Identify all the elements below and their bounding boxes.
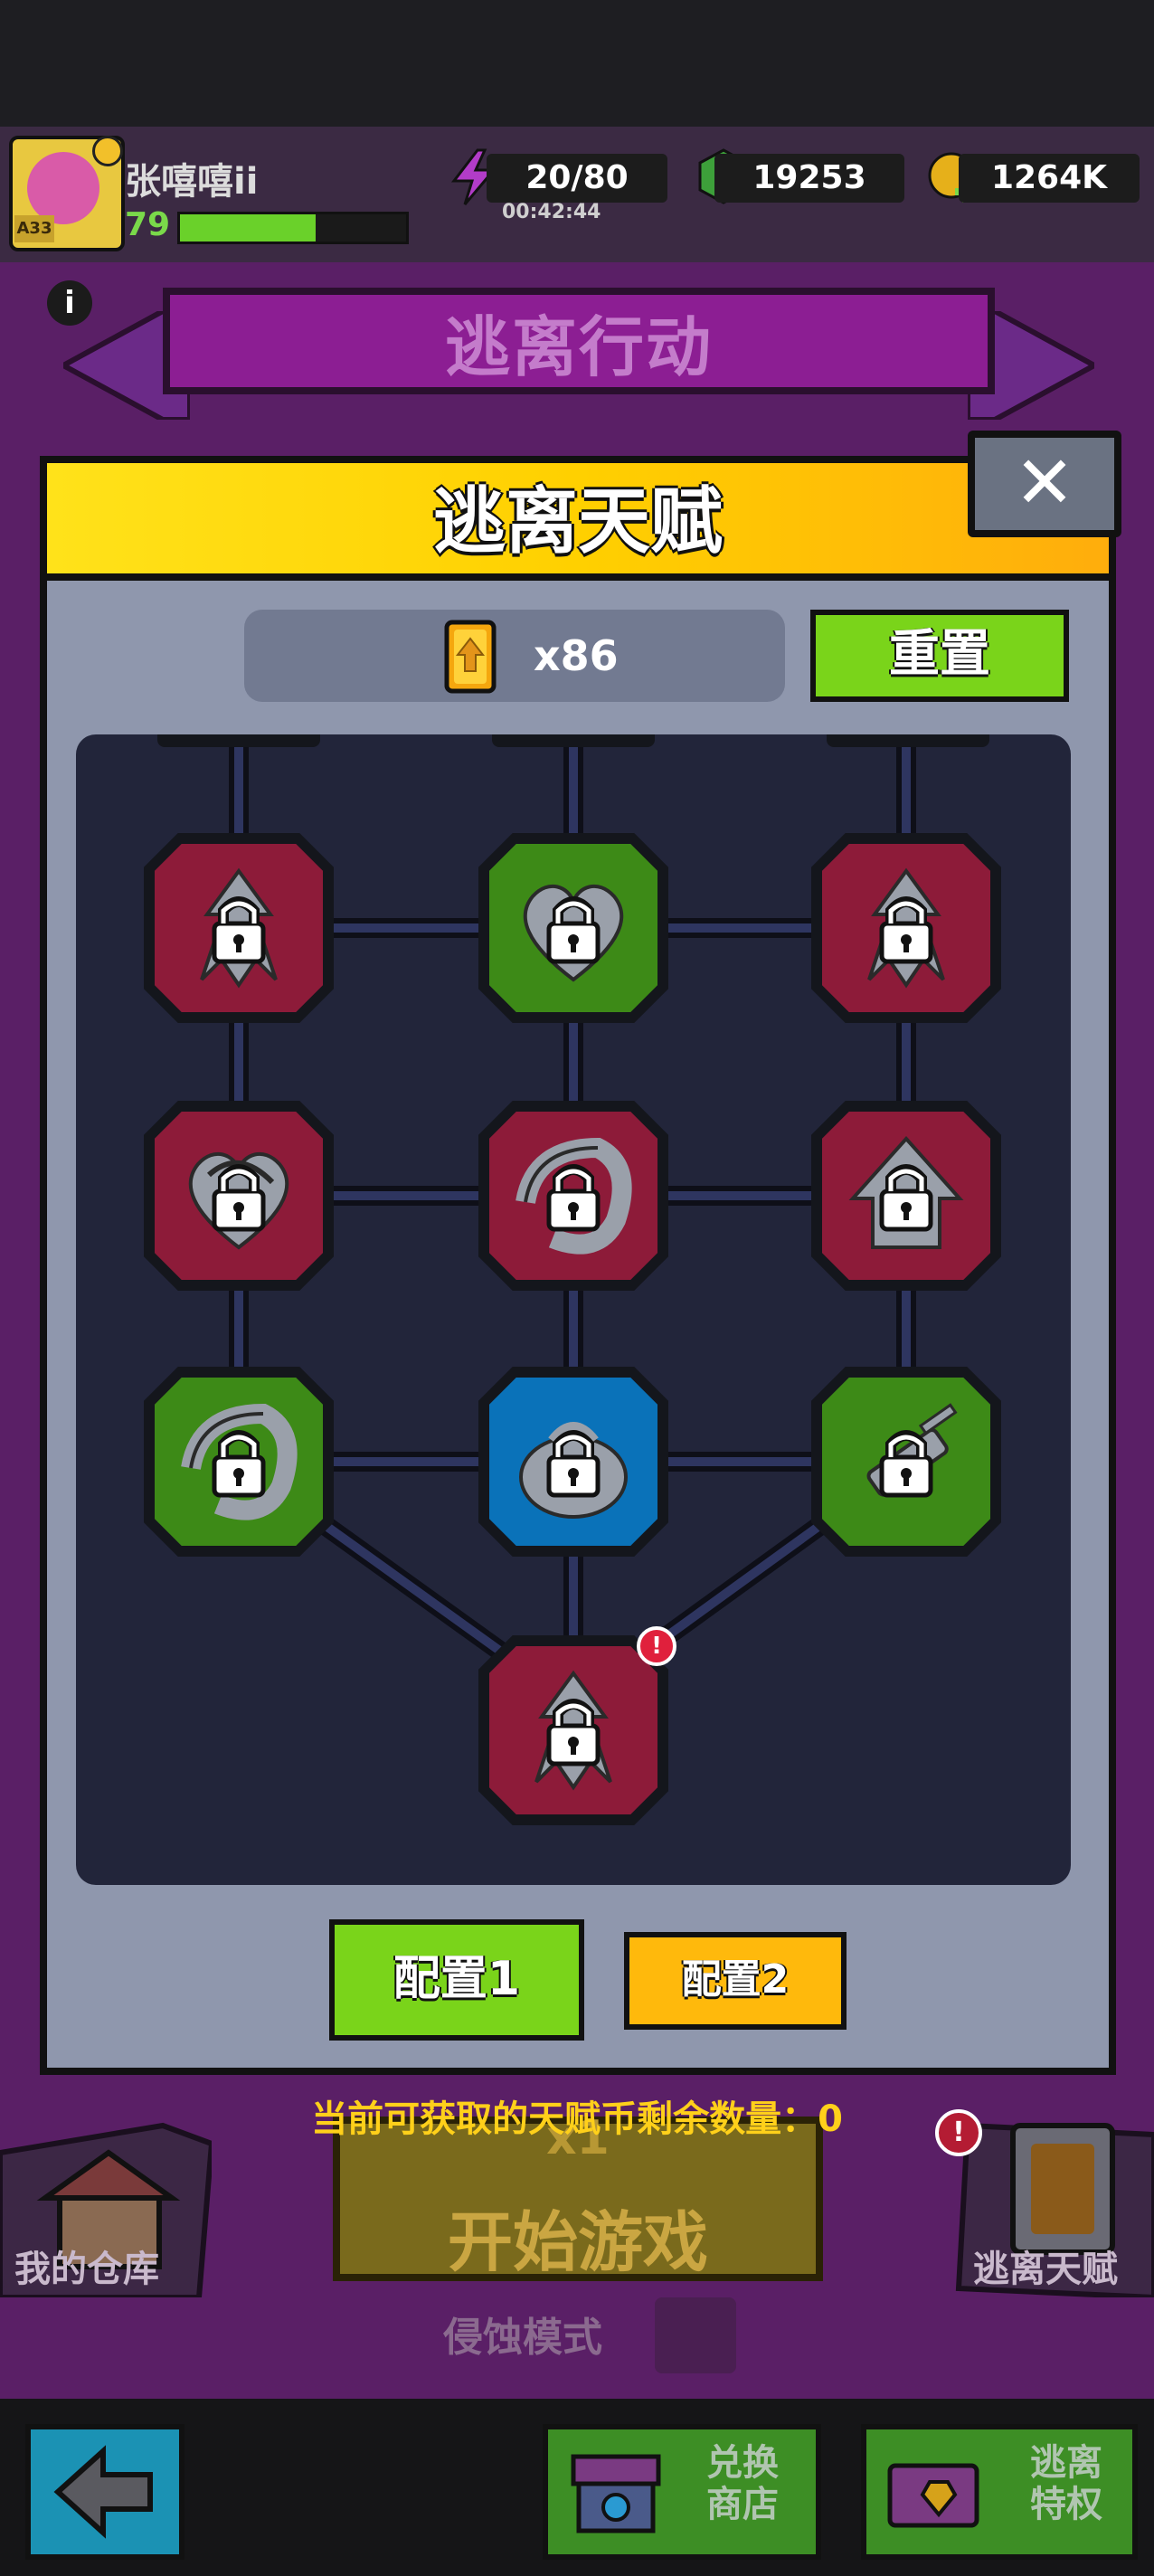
xp-bar-fill [180,214,316,242]
talent-node-face [489,1112,657,1280]
swirl-icon [516,1137,632,1255]
talent-coin-icon [444,620,497,694]
escape-privilege-label: 逃离特权 [1030,2442,1102,2525]
close-button[interactable]: ✕ [968,431,1121,537]
heart-swirl-icon [188,1152,289,1250]
talent-tree [76,734,1071,1885]
lock-icon [879,1164,933,1232]
bag-icon [519,1422,628,1519]
talent-coin-display [244,610,785,702]
lock-icon [546,1164,601,1232]
claw-arrow-icon [200,867,278,989]
talent-node-alert: ! [637,1626,676,1666]
talent-node-r2c2[interactable] [478,1101,668,1291]
talent-node-face [155,844,323,1012]
lock-icon [546,1699,601,1766]
talent-node-r2c3[interactable] [811,1101,1001,1291]
talent-node-r1c1[interactable] [144,833,334,1023]
energy-counter[interactable]: 20/80 [487,154,667,203]
exchange-shop-label: 兑换商店 [706,2442,779,2525]
exchange-shop-button[interactable]: 兑换商店 [543,2424,821,2560]
start-energy-cost: x1 [546,2111,610,2165]
talent-coin-count: x86 [534,631,619,680]
talent-shortcut-label: 逃离天赋 [973,2249,1118,2290]
privilege-card-icon [887,2463,979,2528]
talent-alert-badge: ! [935,2109,982,2156]
talent-node-face [822,1378,990,1546]
talent-node-r2c1[interactable] [144,1101,334,1291]
talent-node-face [155,1112,323,1280]
warehouse-label: 我的仓库 [14,2249,159,2290]
settings-gear-icon[interactable] [92,136,123,166]
talent-node-face [155,1378,323,1546]
talent-node-face [489,1378,657,1546]
mode-label: 侵蚀模式 [443,2315,602,2361]
mode-banner [163,288,995,394]
talent-node-r3c1[interactable] [144,1367,334,1557]
talent-panel-title: 逃离天赋 [433,479,723,564]
lock-icon [212,1164,266,1232]
talent-node-r1c2[interactable] [478,833,668,1023]
banner-right-arrow-icon[interactable] [968,311,1094,420]
talent-node-r3c3[interactable] [811,1367,1001,1557]
talent-node-r1c3[interactable] [811,833,1001,1023]
config-2-button[interactable]: 配置2 [624,1932,847,2030]
claw-arrow-icon [867,867,945,989]
lock-icon [546,896,601,964]
talent-node-r4c2[interactable] [478,1635,668,1825]
lock-icon [879,896,933,964]
talent-node-face [489,844,657,1012]
warehouse-icon[interactable] [0,2117,212,2297]
heart-icon [523,885,624,982]
syringe-icon [866,1403,958,1498]
lock-icon [212,896,266,964]
talent-panel-header [47,463,1109,581]
claw-arrow-icon [534,1670,612,1791]
lock-icon [879,1430,933,1498]
lock-icon [546,1430,601,1498]
talent-node-face [489,1646,657,1814]
gem-counter[interactable]: 19253 [714,154,904,203]
close-icon: ✕ [1014,440,1075,525]
talent-node-r3c2[interactable] [478,1367,668,1557]
talent-shortcut-icon[interactable] [941,2107,1154,2297]
talent-node-face [822,844,990,1012]
talent-node-face [822,1112,990,1280]
player-level: 79 [125,206,171,243]
energy-bolt-icon [450,148,497,205]
start-game-button[interactable] [333,2117,823,2281]
avatar-face [27,152,99,224]
config-1-button[interactable]: 配置1 [329,1919,584,2041]
start-game-label: 开始游戏 [447,2204,708,2280]
coin-counter[interactable]: 1264K [959,154,1140,203]
avatar-rank-badge: A33 [14,215,54,242]
back-button[interactable] [25,2424,184,2560]
xp-bar [177,212,409,244]
shop-icon [571,2454,661,2533]
escape-privilege-button[interactable]: 逃离特权 [861,2424,1138,2560]
banner-left-arrow-icon[interactable] [63,311,190,420]
swirl-icon [181,1403,298,1520]
remaining-coins-text: 当前可获取的天赋币剩余数量：0 [311,2098,843,2140]
energy-timer: 00:42:44 [502,201,601,223]
house-arrow-icon [848,1135,964,1249]
player-name: 张嘻嘻ii [125,161,259,203]
back-arrow-icon [53,2445,153,2539]
system-status-bar [0,0,1154,127]
info-icon[interactable]: i [47,280,92,326]
reset-button[interactable]: 重置 [810,610,1069,702]
mode-title: 逃离行动 [444,309,713,385]
lock-icon [212,1430,266,1498]
mode-chip[interactable] [655,2297,736,2373]
